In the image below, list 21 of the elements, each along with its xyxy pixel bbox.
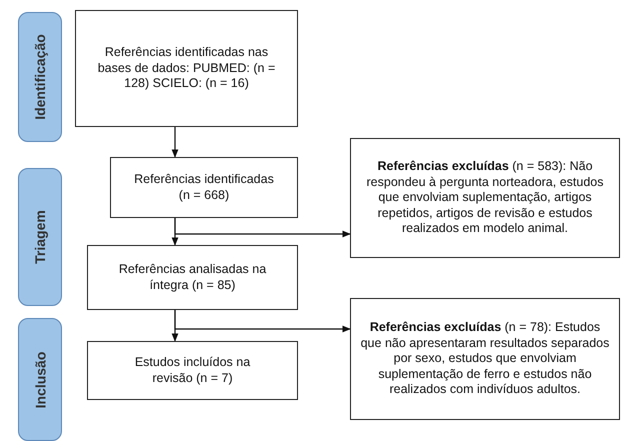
arrow (174, 310, 351, 332)
process-box (350, 298, 620, 420)
box-text: Referências identificadas (n = 668) (133, 172, 275, 204)
box-text: Referências excluídas (n = 583): Não respondeu à pergunta norteadora, estudos que envolviam suplementação, artigos repetidos, artigos de revisão e estudos realizados em modelo animal. (366, 158, 604, 238)
box-text: Referências excluídas (n = 78): Estudos que não apresentaram resultados separados por sexo, estudos que envolviam suplementação de ferro e estudos não realizados com indivíduos adultos. (360, 320, 610, 398)
stage-label: Inclusão (32, 351, 48, 408)
box-text: Estudos incluídos na revisão (n = 7) (134, 354, 252, 386)
stage-band (18, 12, 62, 142)
stage-label: Identificação (32, 34, 48, 120)
process-box (87, 245, 298, 310)
process-box (75, 10, 298, 127)
arrow (174, 218, 351, 238)
box-text: Referências identificadas nas bases de dados: PUBMED: (n = 128) SCIELO: (n = 16) (96, 45, 276, 92)
stage-band (18, 318, 62, 441)
stage-band (18, 168, 62, 306)
process-box (87, 341, 298, 400)
process-box (110, 157, 298, 218)
stage-label: Triagem (32, 210, 48, 264)
process-box (350, 138, 620, 258)
box-text: Referências analisadas na íntegra (n = 85) (118, 262, 268, 294)
arrow (172, 127, 178, 158)
